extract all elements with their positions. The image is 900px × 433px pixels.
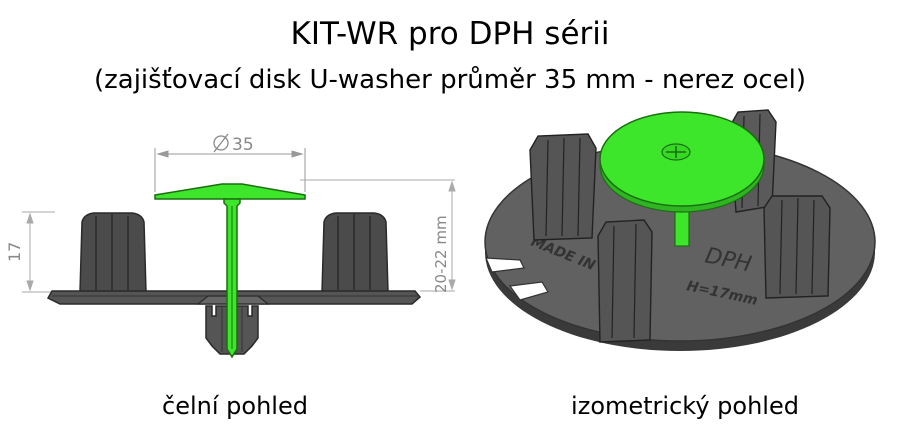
diameter-dimension	[154, 148, 306, 192]
page-subtitle: (zajišťovací disk U-washer průměr 35 mm …	[93, 65, 807, 95]
diameter-value: 35	[232, 135, 254, 155]
iso-disk-notch-left	[485, 257, 525, 273]
iso-screw-icon	[661, 143, 691, 161]
iso-view-caption: izometrický pohled	[571, 392, 799, 420]
front-right-tab	[321, 212, 389, 293]
iso-tab-back-left	[529, 133, 597, 241]
iso-view-drawing: MADE IN 4 DPH H=17mm	[484, 109, 876, 351]
iso-disk-notch-bottom	[508, 281, 549, 301]
iso-tab-front	[597, 219, 653, 343]
left-height-dimension	[22, 211, 55, 293]
right-height-dimension	[300, 179, 456, 292]
page-title: KIT-WR pro DPH sérii	[290, 16, 610, 52]
right-height-value: 20-22 mm	[432, 215, 450, 293]
front-view-drawing: 35 17 20-22 mm	[5, 133, 456, 359]
diameter-symbol	[213, 133, 229, 153]
front-washer	[154, 183, 306, 359]
iso-tab-right	[763, 195, 831, 299]
left-height-value: 17	[5, 242, 24, 262]
front-left-tab	[79, 212, 147, 293]
front-view-caption: čelní pohled	[162, 392, 308, 420]
